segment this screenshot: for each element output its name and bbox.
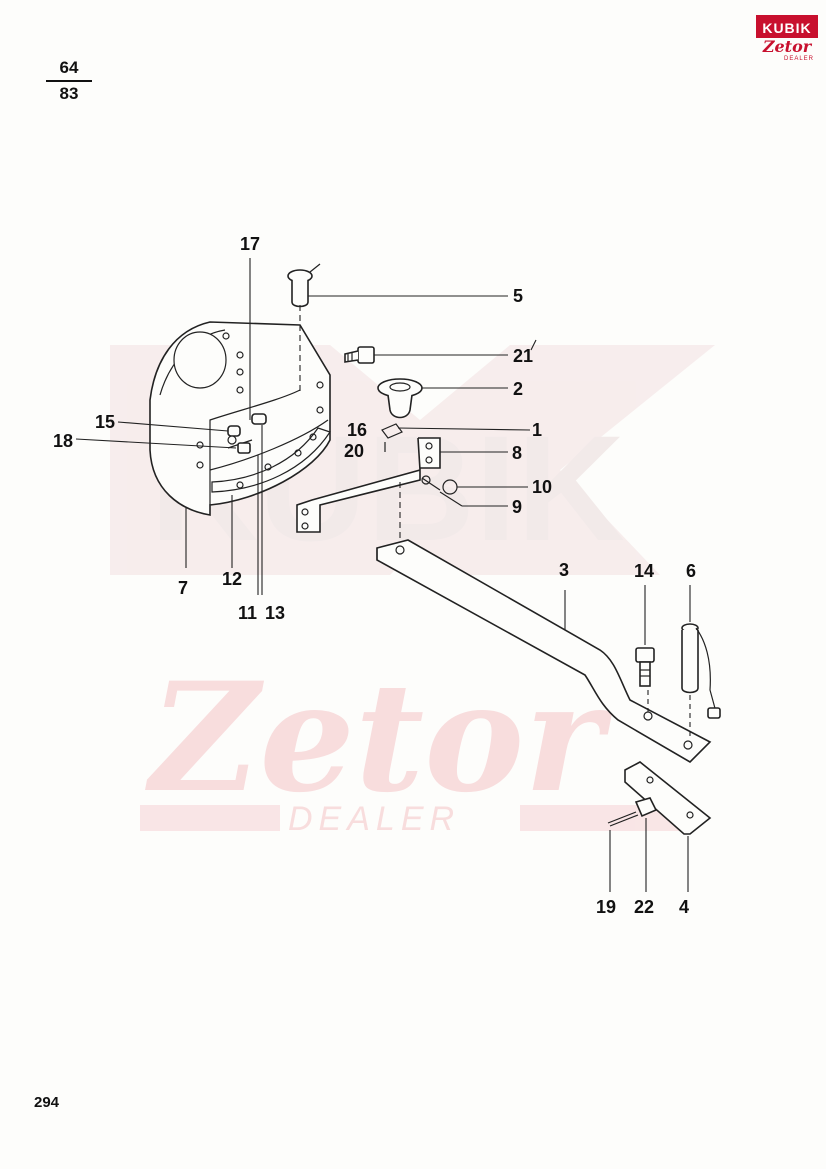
part-label-6: 6 [686, 561, 696, 581]
part-label-18: 18 [53, 431, 73, 451]
part-label-19: 19 [596, 897, 616, 917]
part-label-1: 1 [532, 420, 542, 440]
part-label-10: 10 [532, 477, 552, 497]
part-16-20-clip [381, 423, 403, 452]
part-19-22-nut-pin [607, 797, 658, 827]
part-label-7: 7 [178, 578, 188, 598]
bracket-fasteners [227, 413, 267, 454]
watermark-text-mid: Zetor [145, 650, 613, 826]
part-3-drawbar [376, 539, 712, 764]
part-14-bolt [635, 647, 655, 687]
logo-brand-bottom: Zetor [762, 37, 812, 56]
page-fraction: 64 83 [44, 58, 94, 104]
part-labels: 1 2 3 4 5 6 7 8 9 10 11 12 13 14 15 16 1… [53, 234, 696, 917]
kubik-zetor-logo: KUBIK Zetor DEALER [756, 15, 818, 65]
part-label-14: 14 [634, 561, 654, 581]
watermark-bar-left [140, 805, 280, 831]
logo-brand-sub: DEALER [783, 56, 814, 62]
part-label-3: 3 [559, 560, 569, 580]
watermark-text-bottom: DEALER [288, 800, 460, 838]
part-label-5: 5 [513, 286, 523, 306]
part-2-flange [377, 378, 423, 419]
part-5-pin [287, 263, 321, 308]
part-8-bar [296, 437, 441, 533]
part-label-8: 8 [512, 443, 522, 463]
part-label-22: 22 [634, 897, 654, 917]
part-4-plate [624, 761, 712, 835]
part-label-16: 16 [347, 420, 367, 440]
fraction-top: 64 [59, 58, 79, 77]
logo-brand-top: KUBIK [756, 15, 818, 38]
part-6-pin-chain [681, 623, 721, 719]
part-label-11: 11 [238, 603, 257, 623]
part-label-9: 9 [512, 497, 522, 517]
part-21-bolt [344, 346, 375, 364]
part-7-bracket [149, 321, 331, 516]
part-label-12: 12 [222, 569, 242, 589]
part-9-10-pin [421, 475, 458, 495]
part-label-4: 4 [679, 897, 689, 917]
part-label-13: 13 [265, 603, 285, 623]
part-label-2: 2 [513, 379, 523, 399]
part-label-15: 15 [95, 412, 115, 432]
part-label-20: 20 [344, 441, 364, 461]
part-label-17: 17 [240, 234, 260, 254]
page-number: 294 [34, 1094, 60, 1111]
fraction-bottom: 83 [59, 84, 79, 103]
part-label-21: 21 [513, 346, 533, 366]
fraction-bar [46, 80, 92, 82]
leader-lines [75, 258, 691, 892]
